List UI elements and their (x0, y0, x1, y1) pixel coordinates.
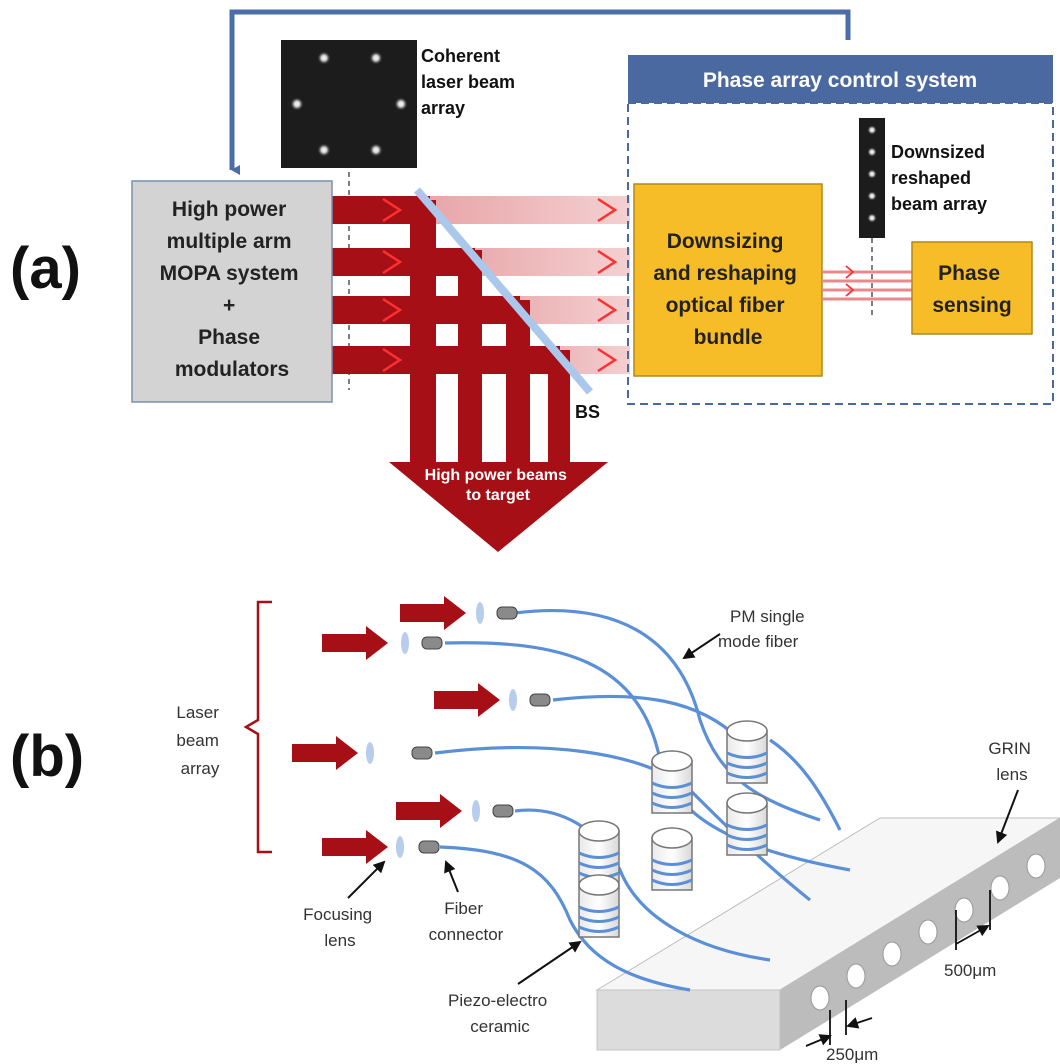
coherent-array-label: Coherent laser beam array (421, 46, 520, 118)
high-power-beams (330, 196, 560, 374)
laser-system-box (131, 180, 333, 403)
small-chevrons (845, 265, 855, 297)
input-arrows (292, 596, 500, 864)
dim-500-marker (955, 890, 991, 950)
focusing-lens-label: Focusing lens (303, 905, 377, 950)
focusing-lens-pointer (347, 860, 386, 899)
laser-array-bracket (243, 600, 272, 854)
control-system-frame (627, 102, 1054, 405)
beam-splitter (413, 187, 594, 395)
bs-label: BS (575, 402, 600, 422)
fiber-connector-label: Fiber connector (429, 899, 504, 944)
downsized-beams (822, 270, 912, 301)
beam-chevrons (382, 197, 618, 373)
fiber-bundle-box (633, 183, 823, 377)
phase-sensing-label: Phase sensing (932, 262, 1011, 317)
dim-500-label: 500μm (944, 961, 996, 980)
control-system-header (628, 55, 1053, 103)
dim-250-label: 250μm (826, 1045, 878, 1064)
grin-lens-pointer (995, 789, 1019, 844)
control-system-title: Phase array control system (703, 69, 977, 92)
pm-fiber-label: PM single mode fiber (718, 607, 809, 651)
downsized-array-image (859, 118, 885, 238)
downsized-label: Downsized reshaped beam array (891, 142, 990, 214)
fiber-bundle-label: Downsizing and reshaping optical fiber b… (653, 230, 802, 349)
piezo-label: Piezo-electro ceramic (448, 991, 552, 1036)
fiber-connector-pointer (444, 860, 459, 893)
pm-fiber-pointer (682, 633, 721, 660)
laser-system-label: High power multiple arm MOPA system + Ph… (160, 198, 305, 381)
phase-sensing-box (911, 241, 1033, 335)
target-label: High power beams to target (425, 467, 572, 504)
grin-lens-label: GRIN lens (988, 739, 1035, 784)
reflected-beams (410, 200, 570, 464)
panel-b-label: (b) (10, 724, 84, 789)
panel-a: (a) Coherent laser beam array (10, 9, 1054, 552)
panel-b: (b) Laser beam array (10, 596, 1060, 1064)
laser-beam-array-label: Laser beam array (176, 703, 223, 778)
coherent-beam-array-image (281, 40, 417, 168)
dim-250-marker (805, 1000, 873, 1047)
piezo-pointer (517, 940, 582, 985)
focusing-lenses (366, 602, 517, 858)
fiber-connectors (411, 606, 551, 854)
panel-a-label: (a) (10, 236, 81, 301)
feedback-loop-arrow (229, 9, 851, 175)
piezo-cylinders (578, 720, 768, 938)
target-arrow (389, 462, 608, 552)
